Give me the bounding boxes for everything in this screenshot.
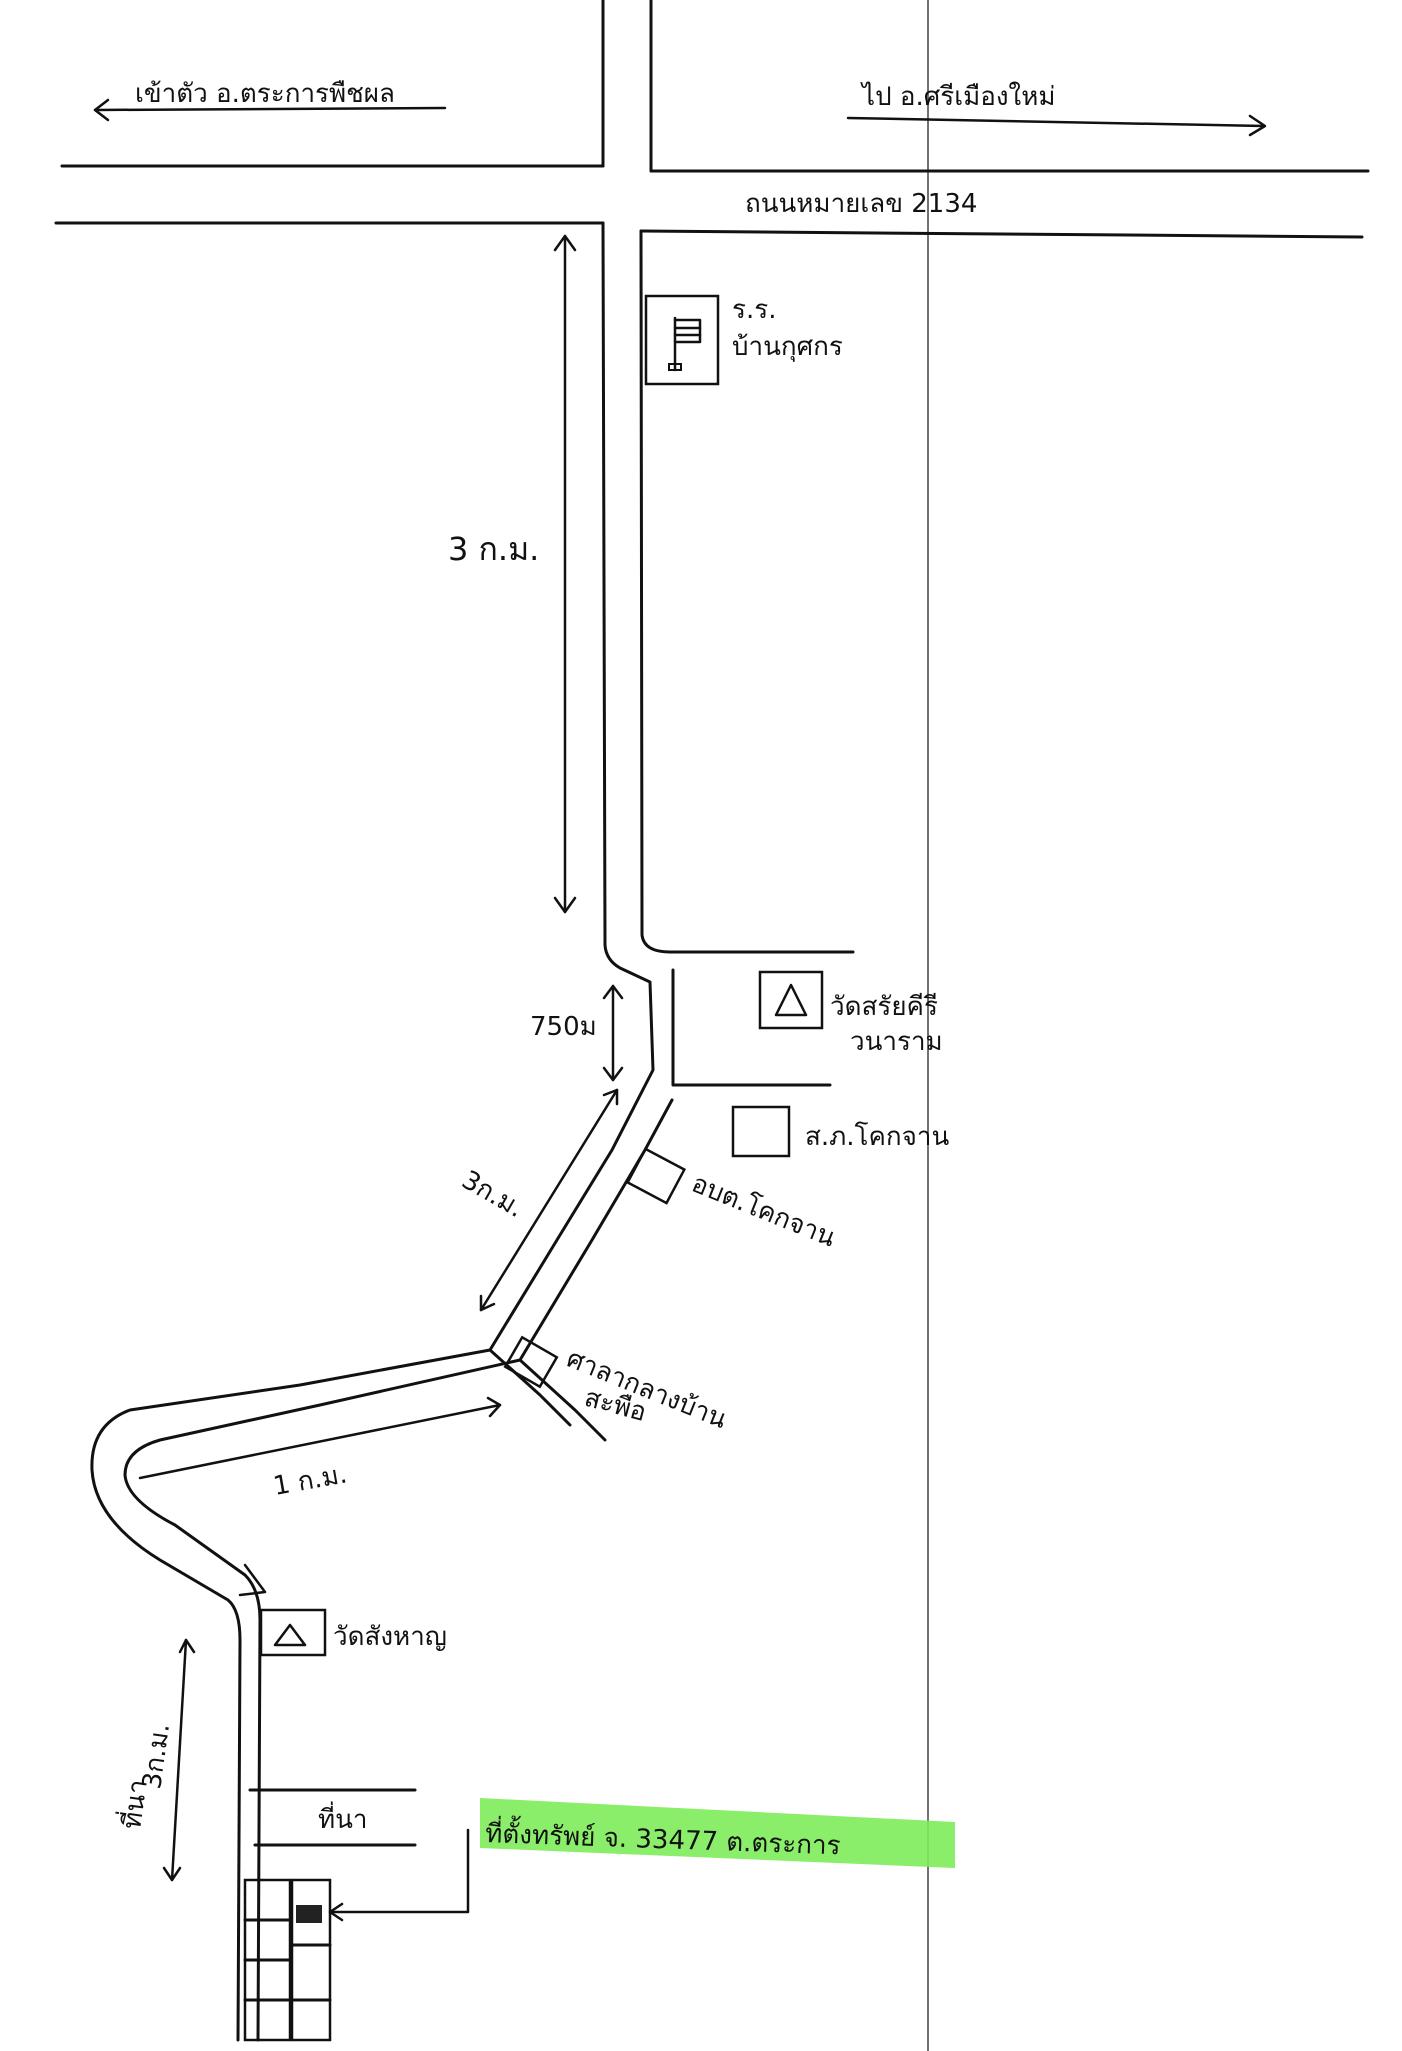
property-block: [243, 1788, 417, 2042]
label-dist-3km-a: 3 ก.ม.: [448, 530, 539, 568]
label-health-station: ส.ภ.โคกจาน: [805, 1121, 949, 1152]
school-marker: [644, 294, 720, 386]
property-pointer: [328, 1828, 470, 1922]
label-rice-field-right: ที่นา: [318, 1801, 368, 1835]
label-temple1-1: วัดสรัยคีรี: [830, 992, 938, 1022]
temple-icon: [774, 983, 808, 1017]
highlight-marker: [480, 1798, 955, 1868]
label-school-2: บ้านกุศกร: [732, 332, 843, 362]
arrow-3km-b: [479, 1088, 619, 1312]
arrow-3km-c: [162, 1638, 196, 1882]
arrow-to-city: [93, 98, 447, 122]
sao-marker: [625, 1147, 687, 1205]
temple1-marker: [758, 970, 824, 1030]
main-road: [90, 221, 855, 2042]
arrow-3km-a: [553, 234, 577, 914]
label-dist-3km-b: 3ก.ม.: [457, 1165, 529, 1224]
arrow-1km: [138, 1396, 502, 1597]
label-to-city: เข้าตัว อ.ตระการพืชผล: [135, 79, 395, 109]
label-dist-1km: 1 ก.ม.: [271, 1459, 349, 1501]
label-highway: ถนนหมายเลข 2134: [745, 189, 977, 219]
label-rice-field-left: ที่นา: [113, 1777, 154, 1831]
temple-icon: [273, 1623, 307, 1647]
arrow-to-other: [846, 114, 1267, 137]
property-marker: [296, 1905, 322, 1923]
label-sao: อบต.โคกจาน: [687, 1168, 840, 1254]
arrow-750m: [602, 984, 624, 1082]
highway-road: [54, 0, 1370, 239]
flag-icon: [668, 316, 702, 372]
label-temple1-2: วนาราม: [850, 1027, 943, 1057]
label-dist-750m: 750ม: [530, 1012, 597, 1042]
health-station-marker: [731, 1105, 791, 1158]
label-to-other: ไป อ.ศรีเมืองใหม่: [860, 81, 1056, 112]
label-temple2: วัดสังหาญ: [333, 1622, 447, 1652]
temple2-marker: [259, 1608, 327, 1657]
label-school-1: ร.ร.: [732, 295, 776, 325]
pavilion-marker: [503, 1335, 559, 1389]
